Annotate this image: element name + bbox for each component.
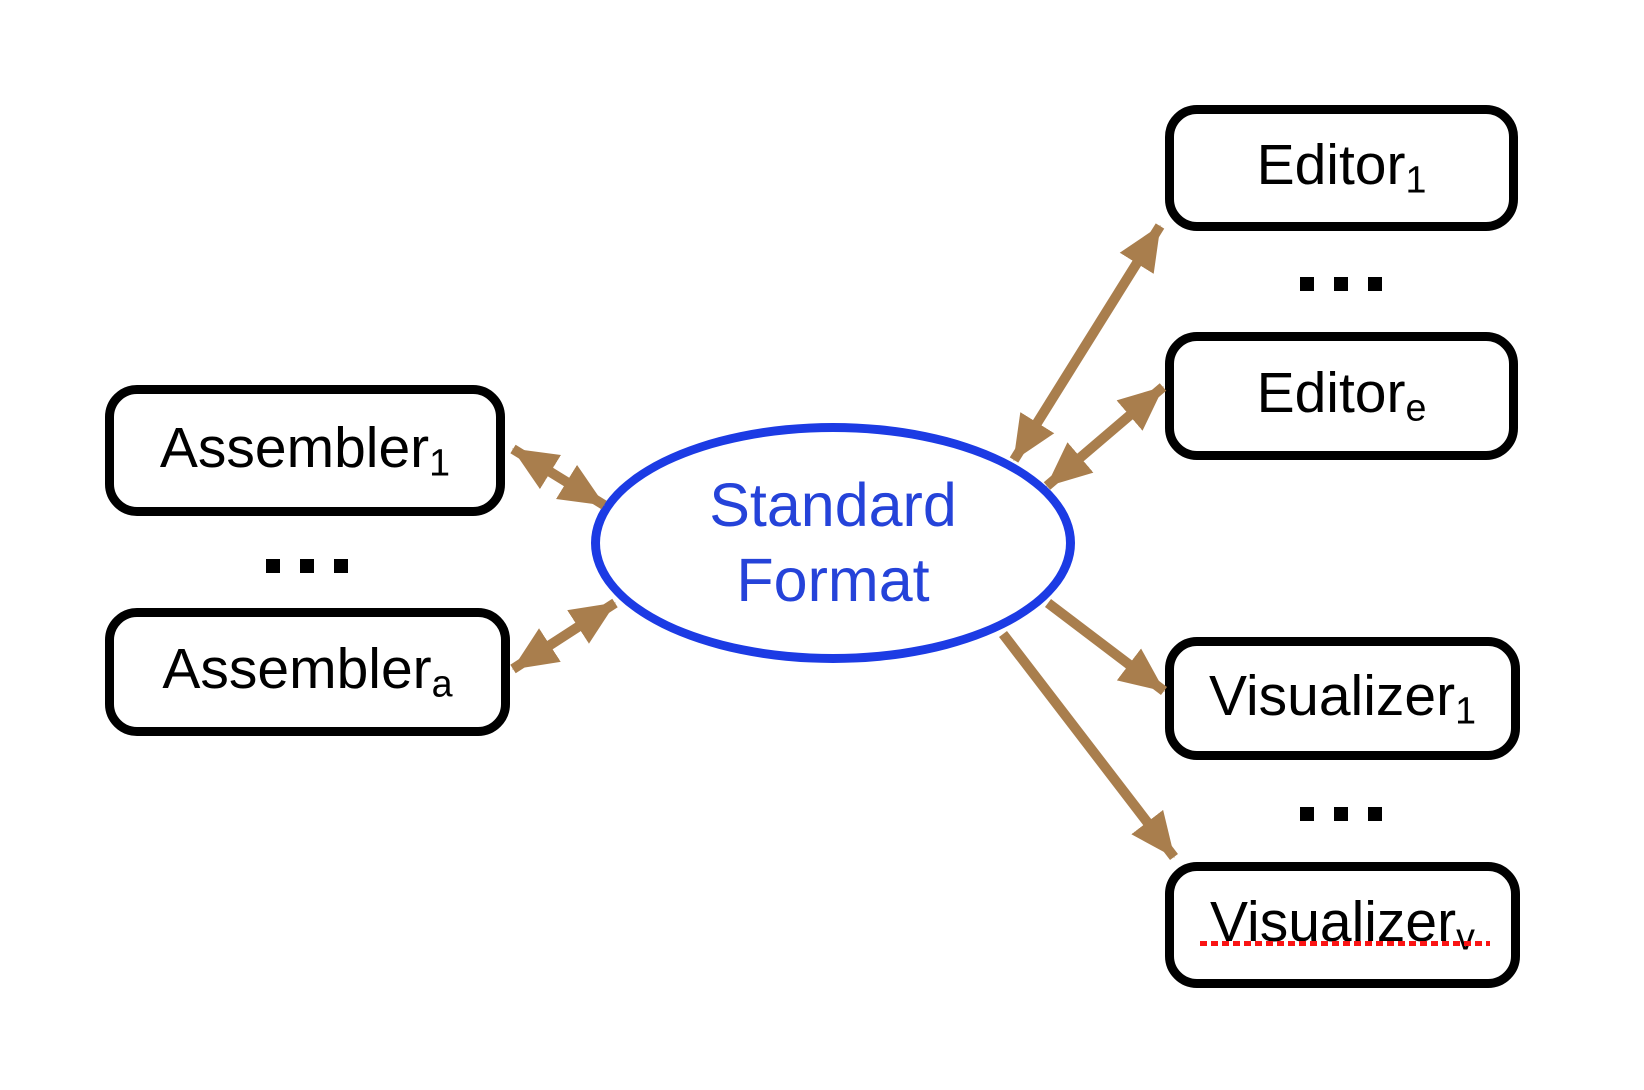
node-assembler-1-label: Assembler1 (159, 415, 451, 483)
node-editor-1-label: Editor1 (1256, 133, 1427, 201)
ellipsis-dots-editors: ... (1300, 277, 1382, 291)
spellcheck-underline (1200, 941, 1490, 946)
node-editor-e: Editore (1165, 332, 1518, 460)
node-visualizer-v: Visualizerv (1165, 862, 1520, 988)
arrow-standard-format-visualizer1 (1044, 599, 1168, 695)
node-editor-e-label: Editore (1256, 361, 1427, 429)
node-standard-format: Standard Format (591, 423, 1075, 663)
node-visualizer-1-label: Visualizer1 (1209, 663, 1476, 731)
node-visualizer-v-label: Visualizerv (1210, 890, 1475, 958)
subscript: 1 (1405, 158, 1427, 201)
node-editor-1: Editor1 (1165, 105, 1518, 231)
node-assembler-a: Assemblera (105, 608, 510, 736)
subscript: 1 (429, 440, 451, 483)
arrow-assembler1-standard-format (510, 444, 607, 510)
node-assembler-a-label: Assemblera (162, 637, 453, 705)
ellipsis-dots-assemblers: ... (266, 559, 348, 573)
subscript: e (1405, 386, 1427, 429)
node-visualizer-1: Visualizer1 (1165, 637, 1520, 760)
subscript: a (431, 662, 453, 705)
arrow-standard-format-editorE (1043, 383, 1167, 490)
arrow-standard-format-visualizerV (999, 630, 1178, 861)
standard-format-line2: Format (736, 546, 930, 614)
node-assembler-1: Assembler1 (105, 385, 505, 516)
ellipsis-dots-visualizers: ... (1300, 807, 1382, 821)
arrow-assemblerA-standard-format (510, 598, 618, 674)
arrow-standard-format-editor1 (1009, 223, 1165, 463)
standard-format-line1: Standard (709, 470, 957, 539)
subscript: 1 (1455, 688, 1476, 731)
subscript: v (1456, 915, 1475, 958)
